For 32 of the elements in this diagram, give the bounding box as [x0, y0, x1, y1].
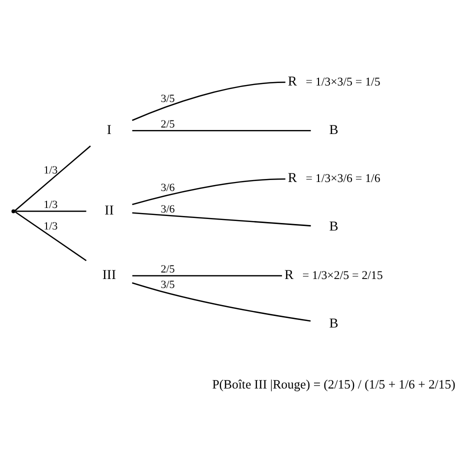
- node-label: = 1/3×3/5 = 1/5: [306, 74, 380, 88]
- node-text: B: [329, 314, 338, 330]
- connector: [132, 282, 311, 322]
- edge-label: 3/5: [160, 92, 175, 105]
- node-label: = 1/3×2/5 = 2/15: [302, 267, 383, 282]
- label: P(Boîte III |Rouge) = (2/15) / (1/5 + 1/6 + 2/15): [212, 376, 456, 391]
- edge-label: 2/5: [160, 118, 175, 130]
- connector: [15, 210, 86, 212]
- edge-label: 2/5: [160, 263, 175, 276]
- node-text: II: [104, 202, 114, 217]
- connector: [132, 274, 282, 276]
- node-text: R: [288, 170, 297, 185]
- connector: [132, 81, 286, 120]
- edge-label: 1/3: [44, 220, 58, 232]
- edge-label: 1/3: [44, 198, 58, 211]
- edge-label: 1/3: [44, 164, 58, 176]
- node-text: III: [102, 266, 116, 282]
- edge-label: 3/6: [160, 202, 175, 215]
- connector: [14, 210, 87, 261]
- node-point: [11, 208, 16, 213]
- connector: [132, 129, 311, 131]
- node-text: R: [284, 266, 294, 282]
- edge-label: 3/5: [160, 278, 175, 291]
- node-label: = 1/3×3/6 = 1/6: [306, 170, 380, 185]
- connector: [132, 178, 286, 205]
- connector: [14, 145, 91, 211]
- node-text: B: [329, 218, 338, 234]
- connector: [132, 212, 311, 226]
- node-text: B: [329, 121, 338, 136]
- node-text: I: [106, 121, 112, 136]
- node-text: R: [288, 72, 297, 88]
- edge-label: 3/6: [160, 182, 175, 194]
